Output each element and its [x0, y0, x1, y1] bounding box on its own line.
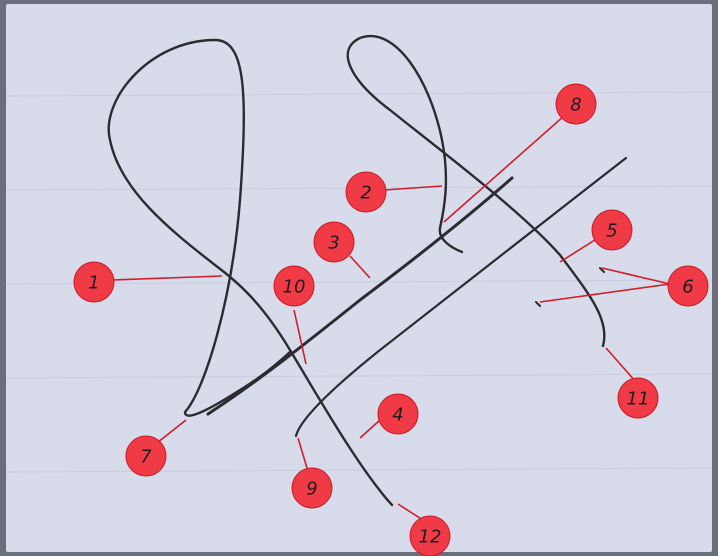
marker-11: 11	[617, 377, 659, 419]
leader-6a	[601, 267, 671, 285]
marker-5-label: 5	[606, 221, 617, 242]
marker-9: 9	[291, 467, 333, 509]
marker-3-label: 3	[328, 233, 339, 254]
marker-1: 1	[73, 261, 115, 303]
leader-1	[111, 275, 223, 281]
leader-4	[359, 419, 381, 439]
marker-5: 5	[591, 209, 633, 251]
marker-11-label: 11	[627, 389, 650, 410]
leader-6b	[539, 283, 671, 303]
marker-1-label: 1	[88, 273, 99, 294]
leader-8	[443, 115, 565, 223]
diagonal-stroke-lower	[294, 156, 628, 438]
leader-2	[383, 185, 443, 191]
marker-2: 2	[345, 171, 387, 213]
marker-6: 6	[667, 265, 709, 307]
short-stroke-b	[535, 301, 541, 307]
diagonal-stroke-upper	[206, 176, 514, 416]
leader-10	[293, 309, 307, 365]
marker-8: 8	[555, 83, 597, 125]
marker-4-label: 4	[392, 405, 403, 426]
marker-3: 3	[313, 221, 355, 263]
marker-7: 7	[125, 435, 167, 477]
marker-9-label: 9	[306, 479, 317, 500]
marker-4: 4	[377, 393, 419, 435]
right-loop-stroke	[346, 34, 606, 348]
left-loop-stroke	[107, 38, 394, 507]
ink-drawing	[107, 34, 628, 507]
marker-2-label: 2	[360, 183, 371, 204]
leader-11	[605, 347, 637, 383]
marker-6-label: 6	[682, 277, 693, 298]
marker-10: 10	[273, 265, 315, 307]
marker-12: 12	[409, 515, 451, 556]
leader-5	[559, 237, 599, 263]
leader-3	[349, 255, 371, 279]
marker-8-label: 8	[570, 95, 581, 116]
marker-10-label: 10	[283, 277, 306, 298]
short-stroke-a	[599, 267, 605, 273]
marker-7-label: 7	[140, 447, 152, 468]
marker-12-label: 12	[419, 527, 442, 548]
